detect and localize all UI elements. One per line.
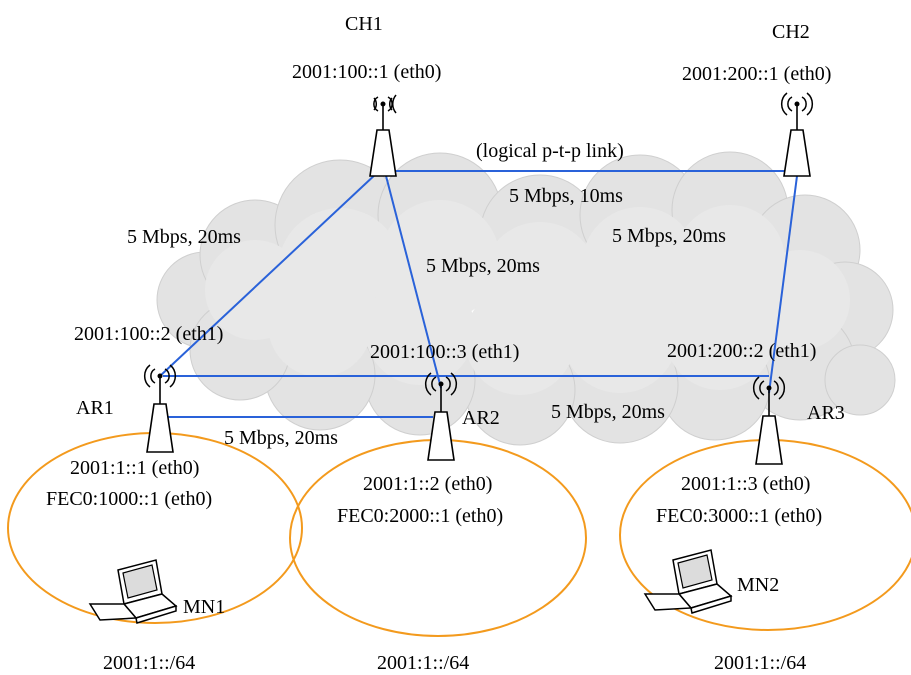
ar1-eth0-label: 2001:1::1 (eth0) [70, 457, 199, 479]
ch1-address-label: 2001:100::1 (eth0) [292, 61, 441, 83]
coverage-ar2 [289, 439, 587, 637]
ch1-name-label: CH1 [345, 13, 383, 35]
subnet-middle-label: 2001:1::/64 [377, 652, 469, 674]
ar2-fec-label: FEC0:2000::1 (eth0) [337, 505, 503, 527]
link-ch2-ar3-label: 5 Mbps, 20ms [612, 225, 726, 247]
ar1-eth1-label: 2001:100::2 (eth1) [74, 323, 223, 345]
ch2-address-label: 2001:200::1 (eth0) [682, 63, 831, 85]
link-ar1-ar2-label: 5 Mbps, 20ms [224, 427, 338, 449]
ar3-eth1-label: 2001:200::2 (eth1) [667, 340, 816, 362]
mn2-name-label: MN2 [737, 574, 779, 596]
ch2-antenna-icon [780, 92, 814, 177]
link-ch2-ar3 [768, 175, 798, 394]
ar2-eth1-label: 2001:100::3 (eth1) [370, 341, 519, 363]
ar3-antenna-icon [752, 376, 786, 465]
ar3-eth0-label: 2001:1::3 (eth0) [681, 473, 810, 495]
link-ch1-ar2-label: 5 Mbps, 20ms [426, 255, 540, 277]
ar2-antenna-icon [424, 372, 458, 461]
subnet-left-label: 2001:1::/64 [103, 652, 195, 674]
ar1-fec-label: FEC0:1000::1 (eth0) [46, 488, 212, 510]
link-ch1-ar1 [159, 171, 379, 377]
link-ch1-ch2-label: 5 Mbps, 10ms [509, 185, 623, 207]
ar2-name-label: AR2 [462, 407, 500, 429]
ch2-name-label: CH2 [772, 21, 810, 43]
ar3-fec-label: FEC0:3000::1 (eth0) [656, 505, 822, 527]
ar1-antenna-icon [143, 364, 177, 453]
ar1-name-label: AR1 [76, 397, 114, 419]
ar3-name-label: AR3 [807, 402, 845, 424]
mn1-laptop-icon [88, 559, 178, 624]
mn1-name-label: MN1 [183, 596, 225, 618]
mn2-laptop-icon [643, 549, 733, 614]
subnet-right-label: 2001:1::/64 [714, 652, 806, 674]
link-ch1-ar1-label: 5 Mbps, 20ms [127, 226, 241, 248]
link-ch1-ch2-note-label: (logical p-t-p link) [476, 140, 624, 162]
link-ch1-ar2 [384, 171, 442, 389]
network-cloud-fill [205, 200, 850, 395]
ch1-antenna-icon [369, 94, 397, 177]
link-ar-ar3-label: 5 Mbps, 20ms [551, 401, 665, 423]
ar2-eth0-label: 2001:1::2 (eth0) [363, 473, 492, 495]
